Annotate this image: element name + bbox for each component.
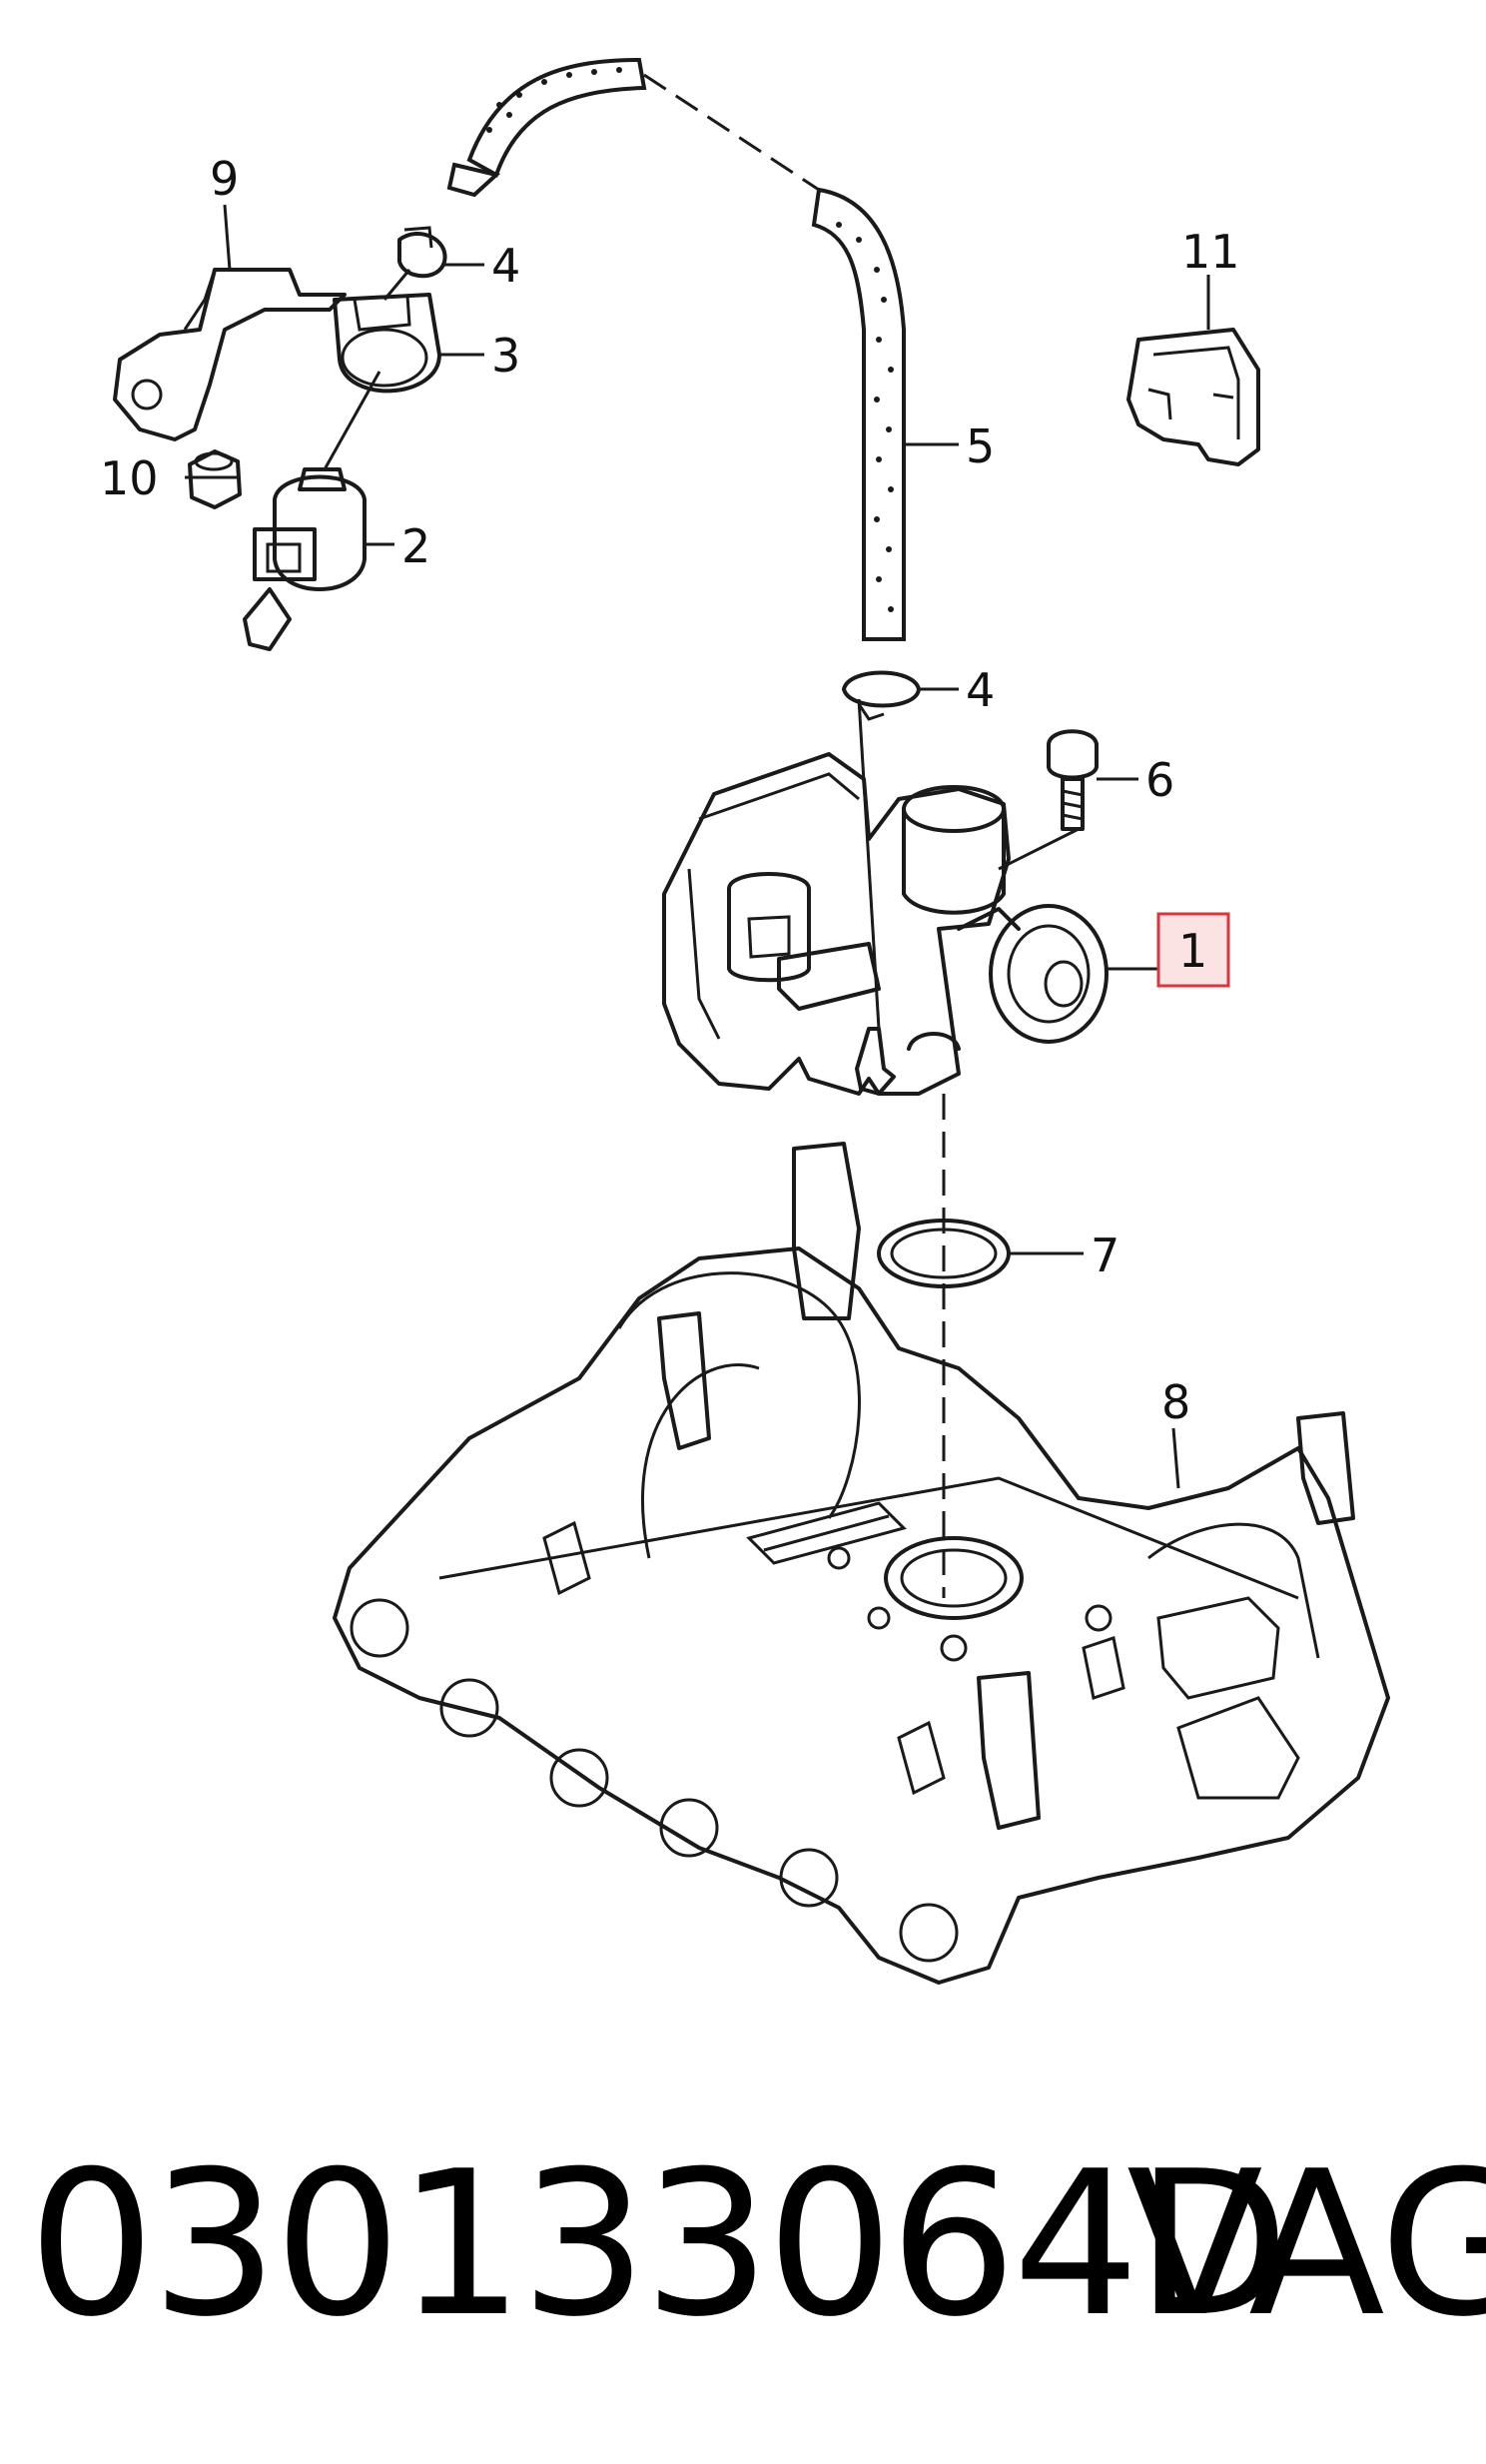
part-number: 030133064D	[28, 2128, 1289, 2361]
callout-4-lower: 4	[966, 663, 995, 717]
leader-lines	[185, 204, 1210, 1489]
hose-clip-part-4-top	[397, 226, 447, 279]
callout-5: 5	[966, 419, 995, 473]
hose-clip-part-4-lower	[842, 670, 921, 721]
hose-part-5	[446, 57, 906, 641]
brand-name: VAG	[1126, 2128, 1486, 2361]
clip-part-11	[1126, 328, 1260, 466]
bracket-part-9	[113, 268, 347, 441]
callout-10: 10	[100, 451, 159, 505]
callout-4-top: 4	[491, 239, 520, 293]
callout-9: 9	[210, 152, 239, 206]
nut-part-10	[188, 449, 242, 509]
callout-labels: 9 4 3 10 2 5 11 4 6 1 7 8	[100, 152, 1240, 1429]
callout-8: 8	[1161, 1375, 1190, 1429]
valve-part-2	[243, 269, 411, 651]
intake-manifold-part-8	[333, 1142, 1390, 1985]
callout-3: 3	[491, 329, 520, 383]
callout-1-highlight	[1156, 912, 1230, 988]
callout-11: 11	[1181, 225, 1240, 279]
throttle-body-part-1	[662, 698, 1109, 1096]
callout-7: 7	[1091, 1229, 1119, 1282]
callout-6: 6	[1145, 753, 1174, 807]
callout-2: 2	[401, 519, 430, 573]
bolt-part-6	[1047, 729, 1099, 831]
callout-1: 1	[1178, 924, 1207, 978]
holder-part-3	[333, 293, 441, 394]
